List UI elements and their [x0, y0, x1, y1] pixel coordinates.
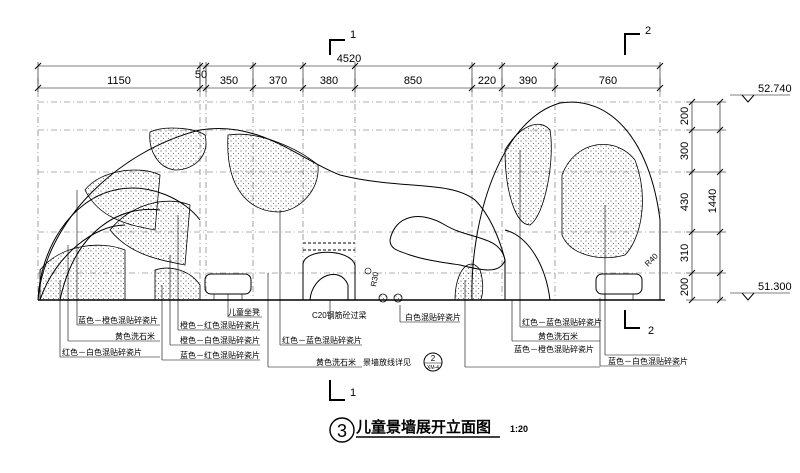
- dim-seg-8: 390: [519, 75, 537, 87]
- tile-patch: [561, 144, 643, 259]
- bollard: [393, 293, 403, 303]
- section-mark-2-top: 2: [624, 25, 651, 55]
- vdim-seg-1: 200: [679, 107, 691, 125]
- dim-seg-3: 350: [220, 75, 238, 87]
- dim-seg-7: 220: [478, 75, 496, 87]
- tile-patch: [154, 267, 201, 301]
- detail-ref-sheet: XM-4: [427, 365, 439, 371]
- vdim-seg-4: 310: [679, 244, 691, 262]
- tile-patch: [149, 127, 207, 171]
- dim-seg-4: 370: [269, 75, 287, 87]
- right-dimension-chain: 200 300 430 310 200 1440: [679, 98, 726, 304]
- section-label: 1: [350, 29, 356, 41]
- radius-r40: R40: [643, 251, 660, 268]
- tile-patch: [227, 133, 319, 213]
- section-label: 1: [350, 387, 356, 399]
- label-white-mix: 白色混贴碎瓷片: [405, 312, 461, 322]
- elevation-bottom: 51.300: [730, 281, 792, 301]
- top-dimension-chain: 4520 1150 50 350 370 380 850 220 390 760: [34, 53, 664, 92]
- elevation-bottom-value: 51.300: [758, 281, 792, 293]
- arch-opening: [302, 242, 372, 301]
- vdim-seg-2: 300: [679, 142, 691, 160]
- bollard: [378, 293, 388, 303]
- dim-seg-6: 850: [404, 75, 422, 87]
- kids-seat-right: [595, 273, 643, 295]
- label-yellow-terrazzo-2: 黄色洗石米: [316, 357, 356, 367]
- elevation-top-value: 52.740: [758, 83, 792, 95]
- detail-reference: 2 XM-4: [423, 352, 443, 372]
- vdim-seg-5: 200: [679, 278, 691, 296]
- tile-patch: [39, 244, 126, 301]
- section-label: 2: [648, 325, 654, 337]
- label-c20-beam: C20钢筋砼过梁: [312, 310, 367, 320]
- drawing-title: 3 儿童景墙展开立面图 1:20: [329, 417, 528, 443]
- title-text: 儿童景墙展开立面图: [355, 418, 491, 436]
- label-blue-orange-2: 蓝色－橙色混贴碎瓷片: [514, 344, 594, 354]
- wall-center: [378, 216, 506, 303]
- tile-patch: [454, 263, 484, 301]
- section-mark-1-bottom: 1: [329, 380, 356, 401]
- vdim-seg-3: 430: [679, 193, 691, 211]
- label-red-white: 红色－白色混贴碎瓷片: [62, 347, 142, 357]
- section-label: 2: [645, 25, 651, 37]
- label-yellow-terrazzo: 黄色洗石米: [115, 331, 155, 341]
- title-number: 3: [337, 421, 347, 441]
- leader-lines: [59, 150, 680, 368]
- label-red-blue: 红色－蓝色混贴碎瓷片: [282, 335, 362, 345]
- detail-ref-number: 2: [431, 354, 436, 363]
- title-scale: 1:20: [510, 424, 528, 434]
- label-red-blue-2: 红色－蓝色混贴碎瓷片: [522, 317, 602, 327]
- tile-patch: [504, 123, 552, 226]
- wall-right: [471, 101, 661, 301]
- label-yellow-terrazzo-3: 黄色洗石米: [538, 331, 578, 341]
- dim-seg-2: 50: [195, 69, 207, 81]
- label-blue-orange: 蓝色－橙色混贴碎瓷片: [78, 315, 158, 325]
- section-mark-2-bottom: 2: [624, 310, 654, 337]
- dim-seg-1: 1150: [107, 75, 131, 87]
- label-orange-red: 橙色－红色混贴碎瓷片: [180, 320, 260, 330]
- label-blue-red: 蓝色－红色混贴碎瓷片: [180, 350, 260, 360]
- wall-left: [37, 127, 506, 301]
- label-kids-seat: 儿童坐凳: [228, 307, 260, 317]
- vdim-total: 1440: [707, 189, 719, 213]
- label-wall-detail: 景墙放线详见: [363, 357, 411, 367]
- section-mark-1-top: 1: [329, 29, 356, 55]
- elevation-top: 52.740: [730, 83, 792, 103]
- callouts: 蓝色－橙色混贴碎瓷片 黄色洗石米 红色－白色混贴碎瓷片 橙色－红色混贴碎瓷片 橙…: [62, 307, 688, 367]
- dim-total: 4520: [337, 53, 361, 65]
- label-blue-white: 蓝色－白色混贴碎瓷片: [608, 356, 688, 366]
- dim-seg-9: 760: [599, 75, 617, 87]
- radius-r30: R30: [369, 271, 381, 288]
- label-orange-white: 橙色－白色混贴碎瓷片: [180, 335, 260, 345]
- dim-seg-5: 380: [320, 75, 338, 87]
- kids-seat-left: [204, 273, 252, 295]
